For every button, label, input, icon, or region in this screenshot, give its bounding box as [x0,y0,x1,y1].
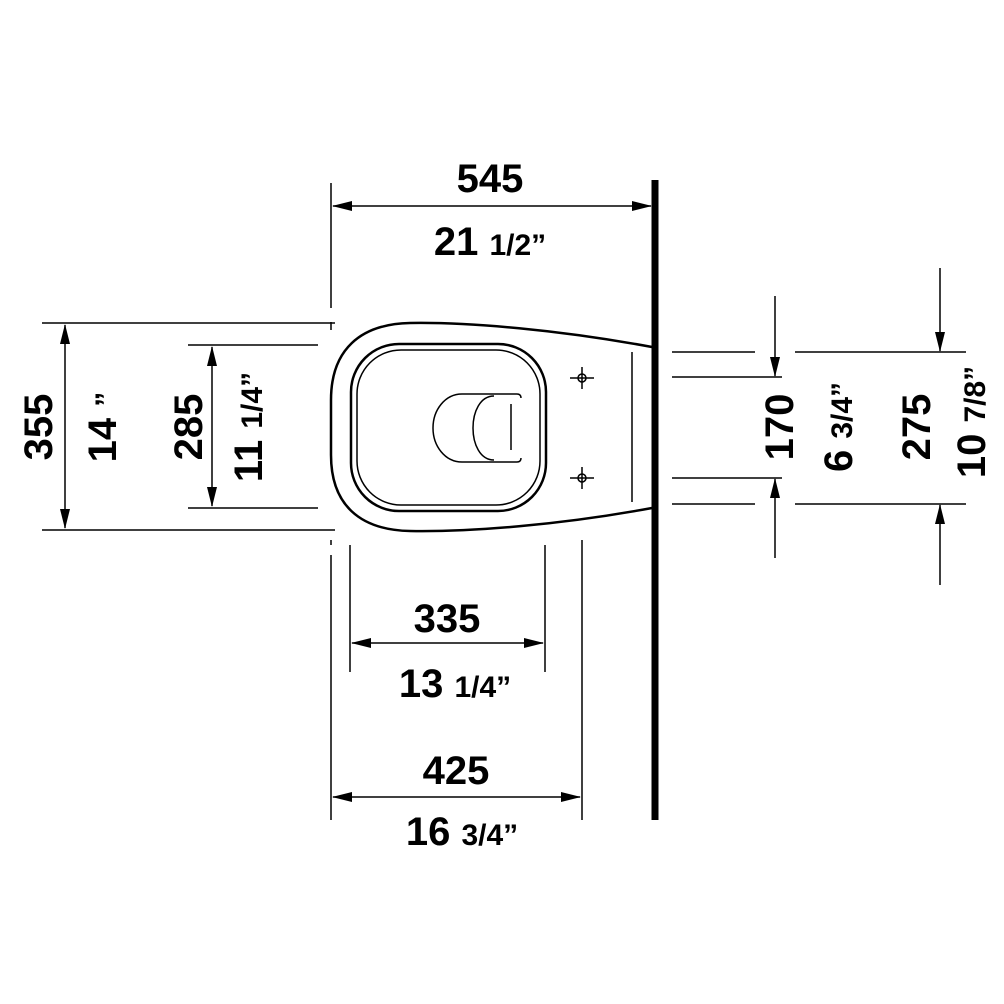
dim-mm: 425 [423,749,490,793]
dim-mm: 355 [17,394,61,461]
toilet-plan [329,321,653,533]
toilet-outline [329,321,653,533]
fixing-hole-top [570,367,594,389]
dimension-fixing-depth: 425 16 3/4” [330,540,583,854]
dimension-overall-depth: 545 21 1/2” [330,157,652,545]
dimension-fixing-spacing: 170 6 3/4” [672,296,861,558]
dim-inch: 21 1/2” [434,220,546,264]
dimension-seat-width: 285 11 1/4” [167,344,318,509]
flush-outlet [432,393,522,463]
dim-mm: 275 [895,394,939,461]
dim-inch: 10 7/8” [950,366,994,478]
dim-inch: 6 3/4” [817,382,861,472]
fixing-hole-bottom [570,467,594,489]
dim-mm: 335 [414,597,481,641]
dimension-bowl-length: 335 13 1/4” [349,545,546,706]
dimension-overall-width: 355 14 ” [17,322,335,531]
dim-inch: 14 ” [81,392,125,463]
seat-inner [356,349,541,506]
dimension-rear-width: 275 10 7/8” [672,268,994,585]
dim-inch: 13 1/4” [399,662,511,706]
dim-inch: 16 3/4” [406,810,518,854]
seat-outer [349,342,548,513]
dim-inch: 11 1/4” [227,372,271,482]
dim-mm: 285 [167,394,211,461]
flush-inner [472,395,495,461]
dim-mm: 170 [758,394,802,461]
dim-mm: 545 [457,157,524,201]
